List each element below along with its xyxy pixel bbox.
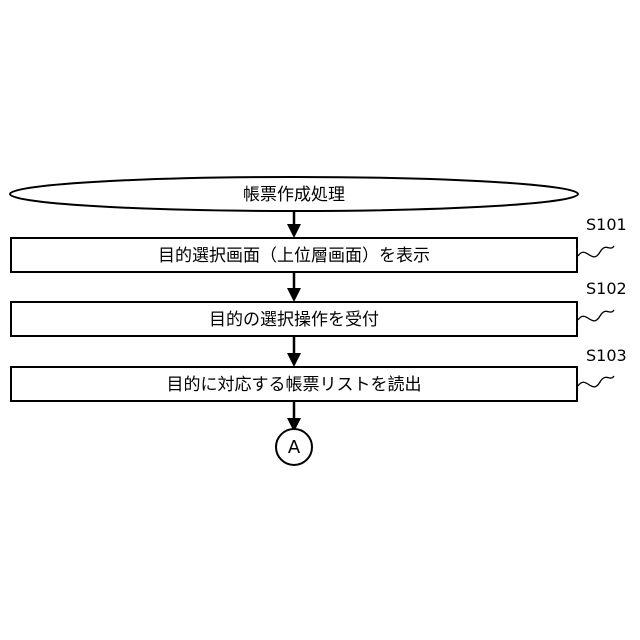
connector-label: A xyxy=(288,437,301,458)
arrow-start-to-s101 xyxy=(287,211,301,238)
step-s103-id: S103 xyxy=(586,346,627,365)
step-s101-id: S101 xyxy=(586,215,627,234)
process-step-s102: 目的の選択操作を受付 xyxy=(11,302,577,336)
start-label: 帳票作成処理 xyxy=(243,185,345,205)
arrow-s102-to-s103 xyxy=(287,336,301,367)
step-s101-label: 目的選択画面（上位層画面）を表示 xyxy=(158,246,430,266)
process-step-s103: 目的に対応する帳票リストを読出 xyxy=(11,367,577,401)
start-terminator: 帳票作成処理 xyxy=(10,177,578,211)
connector-circle: A xyxy=(276,429,312,465)
step-s101-callout: S101 xyxy=(578,215,627,257)
step-s102-callout: S102 xyxy=(578,279,627,321)
step-s102-id: S102 xyxy=(586,279,627,298)
arrow-s103-to-connector xyxy=(287,401,301,432)
step-s102-label: 目的の選択操作を受付 xyxy=(209,310,379,330)
step-s103-callout: S103 xyxy=(578,346,627,387)
step-s103-label: 目的に対応する帳票リストを読出 xyxy=(167,375,422,395)
arrow-s101-to-s102 xyxy=(287,272,301,302)
process-step-s101: 目的選択画面（上位層画面）を表示 xyxy=(11,238,577,272)
